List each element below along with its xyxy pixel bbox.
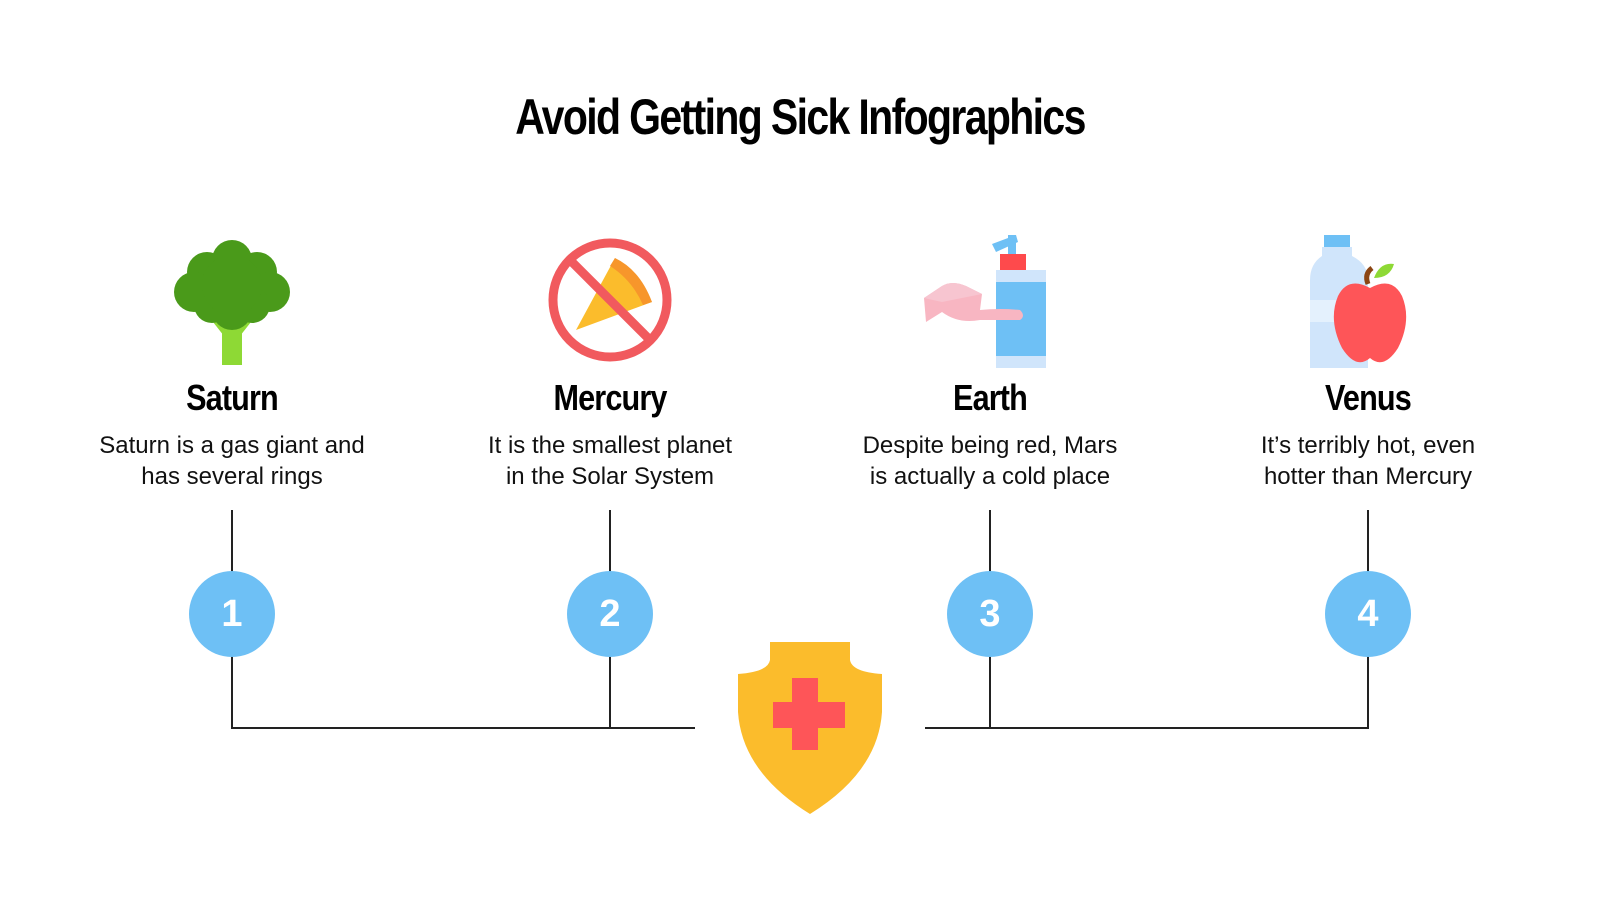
step-description: Saturn is a gas giant and has several ri… <box>99 432 365 490</box>
hand-sanitizer-icon <box>924 235 1046 368</box>
no-pizza-icon <box>548 238 672 362</box>
health-shield-icon <box>738 642 882 814</box>
step-description: It’s terribly hot, even hotter than Merc… <box>1260 432 1476 490</box>
step-title: Saturn <box>186 377 279 418</box>
step-title: Mercury <box>553 377 667 418</box>
step-number-1: 1 <box>189 571 275 657</box>
step-1: Saturn Saturn is a gas giant and has sev… <box>62 230 402 492</box>
connector-line-left <box>231 727 695 729</box>
page-title: Avoid Getting Sick Infographics <box>515 89 1086 145</box>
step-3: Earth Despite being red, Mars is actuall… <box>820 230 1160 492</box>
step-description: It is the smallest planet in the Solar S… <box>487 432 733 490</box>
step-2: Mercury It is the smallest planet in the… <box>440 230 780 492</box>
step-description: Despite being red, Mars is actually a co… <box>862 432 1118 490</box>
water-apple-icon <box>1310 235 1407 368</box>
broccoli-icon <box>174 240 290 365</box>
step-title: Venus <box>1325 377 1412 418</box>
step-number-2: 2 <box>567 571 653 657</box>
step-4: Venus It’s terribly hot, even hotter tha… <box>1198 230 1538 492</box>
step-number-4: 4 <box>1325 571 1411 657</box>
step-title: Earth <box>953 377 1028 418</box>
connector-line-right <box>925 727 1369 729</box>
step-number-3: 3 <box>947 571 1033 657</box>
